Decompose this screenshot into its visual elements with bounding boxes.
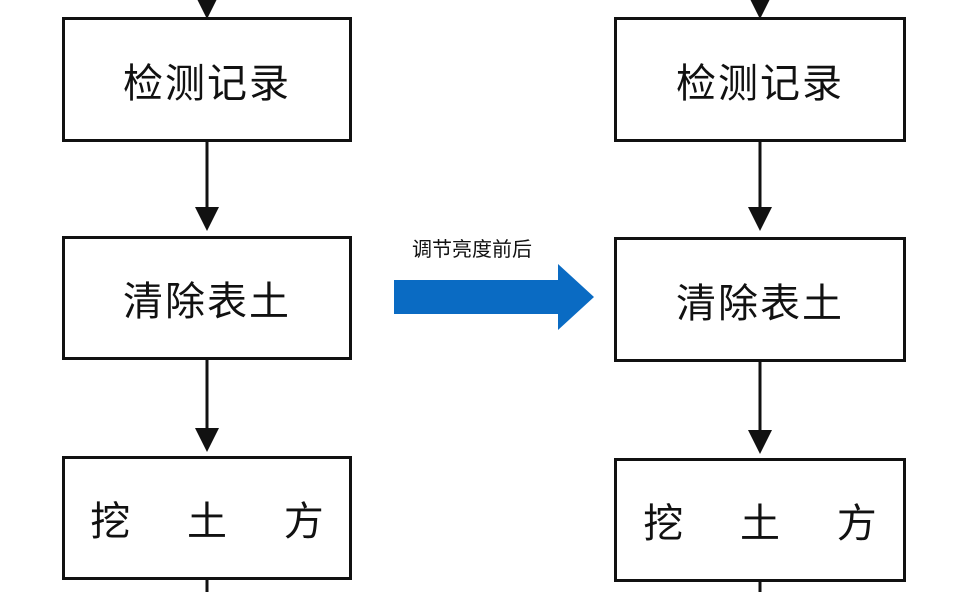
- right-step-inspection-record: 检测记录: [614, 17, 906, 142]
- left-step-excavate-earth: 挖 土 方: [62, 456, 352, 580]
- transition-arrow-icon: [394, 264, 594, 330]
- left-step-clear-topsoil: 清除表土: [62, 236, 352, 360]
- right-step-clear-topsoil: 清除表土: [614, 237, 906, 362]
- left-step-inspection-record: 检测记录: [62, 17, 352, 142]
- right-step-excavate-earth: 挖 土 方: [614, 458, 906, 582]
- transition-caption: 调节亮度前后: [412, 237, 532, 261]
